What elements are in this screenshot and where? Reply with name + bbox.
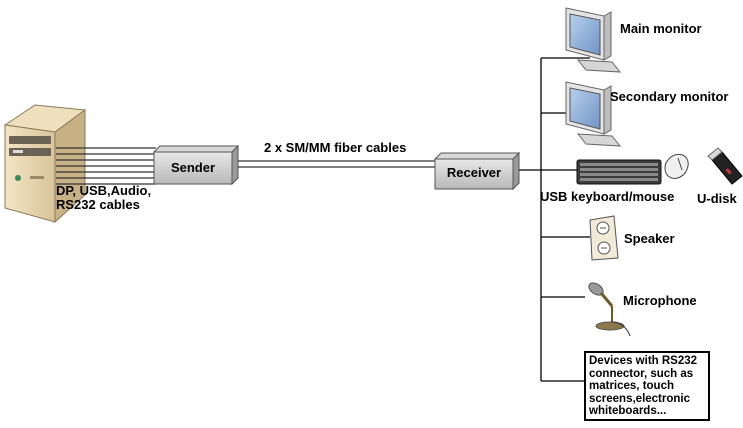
rs232-devices-box: Devices with RS232 connector, such as ma… <box>584 351 710 421</box>
udisk-label: U-disk <box>697 191 737 206</box>
speaker-icon <box>589 215 619 261</box>
sender-label: Sender <box>170 160 216 175</box>
speaker-label: Speaker <box>624 231 675 246</box>
receiver-box <box>433 151 521 191</box>
receiver-label: Receiver <box>446 165 502 180</box>
fiber-cables-label: 2 x SM/MM fiber cables <box>264 140 407 155</box>
keyboard-mouse-label: USB keyboard/mouse <box>540 189 675 204</box>
main-monitor-label: Main monitor <box>620 21 702 36</box>
sender-box <box>152 144 240 186</box>
usb-drive-icon <box>707 147 743 185</box>
secondary-monitor-label: Secondary monitor <box>610 89 729 104</box>
main-monitor-icon <box>565 7 622 73</box>
keyboard-icon <box>576 159 662 185</box>
secondary-monitor-icon <box>565 81 622 147</box>
mouse-icon <box>664 153 689 179</box>
source-cables-label: DP, USB,Audio, RS232 cables <box>56 183 152 212</box>
pc-sender-cables <box>56 147 156 185</box>
device-bus <box>519 57 590 382</box>
microphone-icon <box>588 282 631 337</box>
microphone-label: Microphone <box>623 293 697 308</box>
fiber-cables <box>238 160 436 168</box>
